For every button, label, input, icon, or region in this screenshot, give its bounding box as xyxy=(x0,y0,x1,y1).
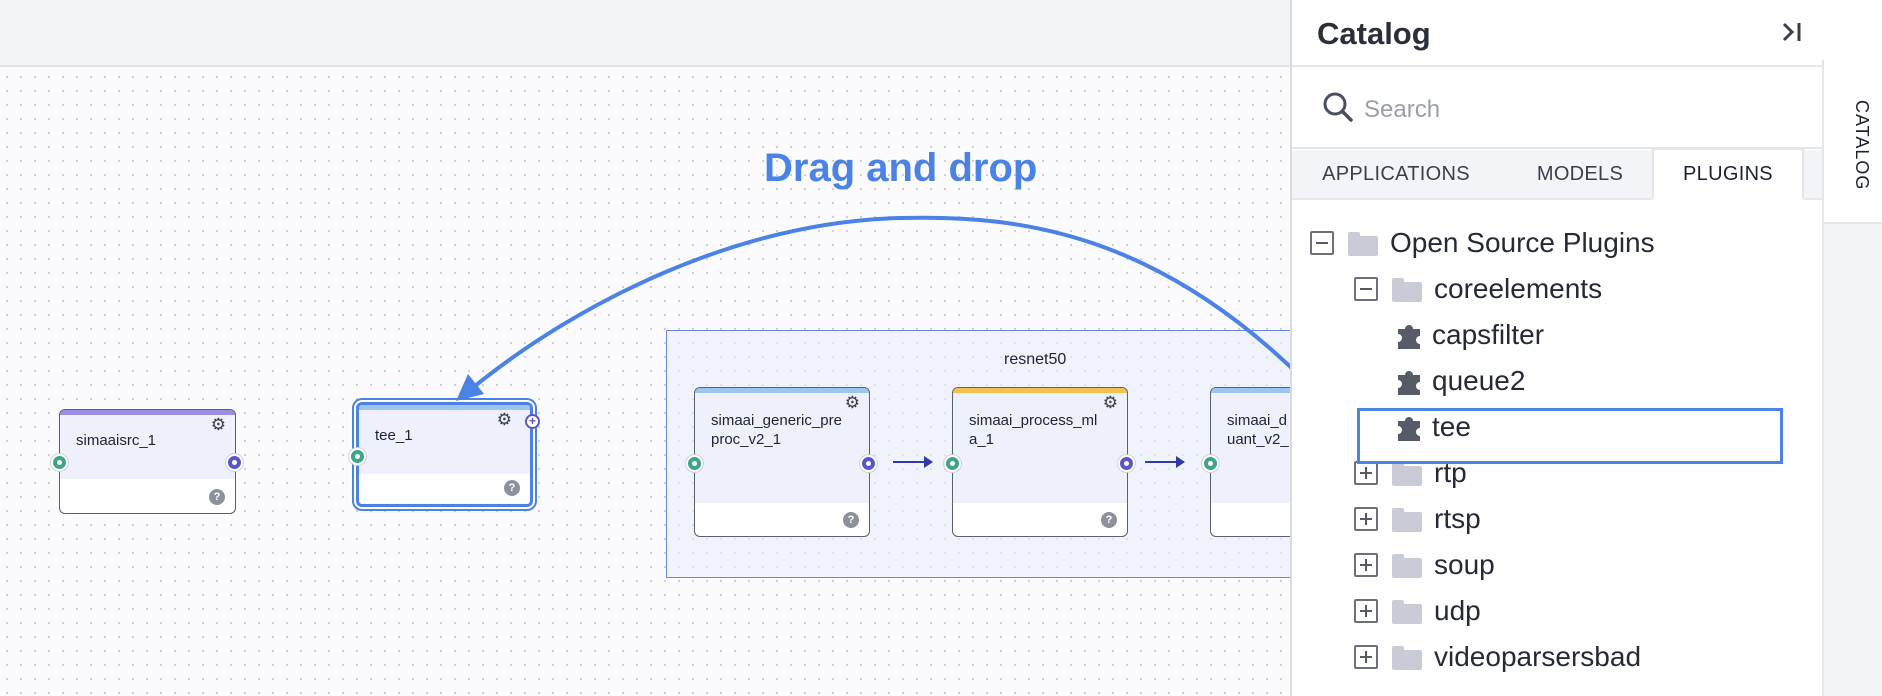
pipeline-canvas[interactable]: simaaisrc_1 ⚙ ? tee_1 ⚙ ? + resnet50 sim… xyxy=(0,0,1292,696)
folder-icon xyxy=(1392,600,1422,624)
collapse-icon xyxy=(1782,22,1801,42)
node-generic-preproc[interactable]: simaai_generic_pre proc_v2_1 ⚙ ? xyxy=(694,387,870,537)
tree-item-label: udp xyxy=(1434,595,1481,626)
tree-item-coreelements[interactable]: coreelements xyxy=(1354,269,1602,309)
tree-item-label: soup xyxy=(1434,549,1495,580)
side-tab-bar: CATALOG xyxy=(1822,60,1882,696)
search-icon xyxy=(1323,92,1353,122)
tree-item-label: queue2 xyxy=(1432,365,1526,396)
catalog-title: Catalog xyxy=(1317,16,1431,51)
tree-item-rtsp[interactable]: rtsp xyxy=(1354,499,1481,539)
input-port[interactable] xyxy=(349,448,366,465)
node-color-bar xyxy=(359,405,530,410)
side-tab-label: CATALOG xyxy=(1852,100,1872,191)
node-simaaisrc[interactable]: simaaisrc_1 ⚙ ? xyxy=(59,409,236,514)
catalog-panel: Catalog APPLICATIONS MODELS PLUGINS Open… xyxy=(1290,0,1822,696)
node-color-bar xyxy=(60,410,235,415)
folder-icon xyxy=(1392,508,1422,532)
group-title: resnet50 xyxy=(1004,351,1067,368)
puzzle-icon xyxy=(1398,371,1420,395)
tab-models[interactable]: MODELS xyxy=(1536,163,1624,185)
tree-item-label: rtsp xyxy=(1434,503,1481,534)
output-port[interactable] xyxy=(860,455,877,472)
catalog-header: Catalog xyxy=(1292,0,1822,67)
tree-item-label: capsfilter xyxy=(1432,319,1545,350)
tree-item-label: tee xyxy=(1432,411,1471,442)
tree-item-label: coreelements xyxy=(1434,273,1603,304)
tree-item-soup[interactable]: soup xyxy=(1354,545,1495,585)
search-input[interactable] xyxy=(1364,91,1784,129)
tree-item-videoparsersbad[interactable]: videoparsersbad xyxy=(1354,637,1641,677)
puzzle-icon xyxy=(1398,325,1420,349)
gear-icon[interactable]: ⚙ xyxy=(1102,393,1118,412)
help-icon[interactable]: ? xyxy=(504,480,520,496)
gear-icon[interactable]: ⚙ xyxy=(210,415,226,434)
help-icon[interactable]: ? xyxy=(843,512,859,528)
folder-icon xyxy=(1392,554,1422,578)
folder-icon xyxy=(1348,232,1378,256)
help-icon[interactable]: ? xyxy=(1101,512,1117,528)
puzzle-icon xyxy=(1398,417,1420,441)
catalog-tabs: APPLICATIONS MODELS PLUGINS xyxy=(1292,148,1822,200)
node-title: simaai_generic_pre proc_v2_1 xyxy=(711,412,842,448)
expand-toggle-icon[interactable] xyxy=(1354,599,1378,623)
output-port[interactable] xyxy=(1118,455,1135,472)
tree-item-queue2[interactable]: queue2 xyxy=(1394,361,1525,401)
side-tab-catalog[interactable]: CATALOG xyxy=(1824,60,1882,224)
collapse-toggle-icon[interactable] xyxy=(1354,277,1378,301)
output-port[interactable] xyxy=(226,454,243,471)
folder-icon xyxy=(1392,646,1422,670)
input-port[interactable] xyxy=(944,455,961,472)
node-tee[interactable]: tee_1 ⚙ ? xyxy=(356,402,533,507)
drag-and-drop-annotation: Drag and drop xyxy=(764,146,1038,190)
canvas-toolbar xyxy=(0,0,1292,67)
node-detess-dequant[interactable]: simaai_d uant_v2_ xyxy=(1210,387,1292,537)
folder-icon xyxy=(1392,462,1422,486)
node-title: simaai_process_ml a_1 xyxy=(969,412,1098,448)
expand-toggle-icon[interactable] xyxy=(1354,507,1378,531)
node-title: simaai_d uant_v2_ xyxy=(1227,412,1289,448)
tab-plugins[interactable]: PLUGINS xyxy=(1652,148,1804,200)
folder-icon xyxy=(1392,278,1422,302)
help-icon[interactable]: ? xyxy=(209,489,225,505)
edge-arrow xyxy=(893,456,933,468)
expand-toggle-icon[interactable] xyxy=(1354,461,1378,485)
collapse-panel-icon[interactable] xyxy=(1778,18,1806,46)
input-port[interactable] xyxy=(1202,455,1219,472)
node-process-mla[interactable]: simaai_process_ml a_1 ⚙ ? xyxy=(952,387,1128,537)
collapse-toggle-icon[interactable] xyxy=(1310,231,1334,255)
gear-icon[interactable]: ⚙ xyxy=(496,410,512,429)
tree-item-tee[interactable]: tee xyxy=(1394,407,1471,447)
input-port[interactable] xyxy=(686,455,703,472)
tree-item-capsfilter[interactable]: capsfilter xyxy=(1394,315,1544,355)
tree-item-label: videoparsersbad xyxy=(1434,641,1642,672)
tee-highlight-box xyxy=(1357,408,1783,464)
node-title: simaaisrc_1 xyxy=(76,432,157,449)
expand-toggle-icon[interactable] xyxy=(1354,553,1378,577)
tree-item-label: Open Source Plugins xyxy=(1390,227,1655,258)
edge-arrow xyxy=(1145,456,1185,468)
add-port-icon[interactable]: + xyxy=(525,414,540,429)
tab-applications[interactable]: APPLICATIONS xyxy=(1322,163,1470,185)
expand-toggle-icon[interactable] xyxy=(1354,645,1378,669)
tree-item-open-source-plugins[interactable]: Open Source Plugins xyxy=(1310,223,1655,263)
tree-item-udp[interactable]: udp xyxy=(1354,591,1481,631)
node-title: tee_1 xyxy=(375,427,413,444)
node-header xyxy=(60,415,235,479)
search-box[interactable] xyxy=(1292,69,1822,149)
input-port[interactable] xyxy=(51,454,68,471)
gear-icon[interactable]: ⚙ xyxy=(844,393,860,412)
